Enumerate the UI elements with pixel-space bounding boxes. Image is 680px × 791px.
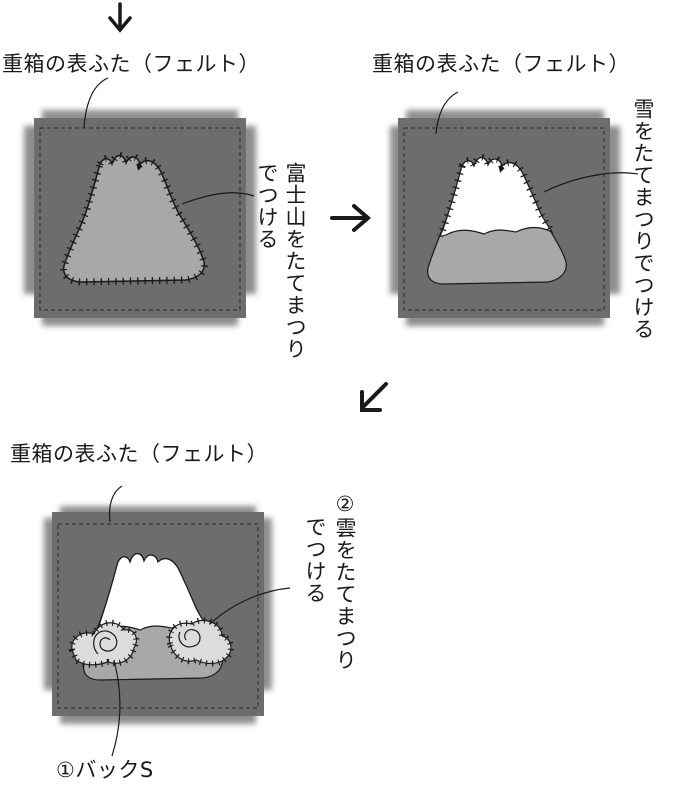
panel-2-title: 重箱の表ふた（フェルト） bbox=[372, 52, 630, 76]
panel-3-note-line1: ②雲をたてまつり bbox=[333, 492, 358, 671]
panel-3-bottom-note: ①バックS bbox=[56, 758, 154, 782]
arrow-down-icon bbox=[108, 2, 132, 33]
arrow-right-icon bbox=[330, 204, 372, 232]
panel-2-leader-lid bbox=[435, 91, 459, 135]
panel-3-title: 重箱の表ふた（フェルト） bbox=[10, 442, 268, 466]
panel-3-cloud-right bbox=[166, 617, 234, 667]
arrow-down-left-icon bbox=[360, 382, 388, 412]
panel-3-cloud-left bbox=[68, 619, 140, 668]
panel-3-note-line2: でつける bbox=[303, 516, 328, 604]
panel-1-mountain bbox=[60, 152, 208, 286]
panel-1-title: 重箱の表ふた（フェルト） bbox=[2, 52, 260, 76]
panel-1-note-line1: 富士山をたてまつり bbox=[283, 162, 308, 360]
panel-1-lid bbox=[24, 110, 256, 326]
panel-1-note-line2: でつける bbox=[255, 162, 280, 250]
panel-2-leader-snow bbox=[543, 172, 639, 193]
panel-2-note: 雪をたてまつりでつける bbox=[631, 98, 656, 340]
panel-3-leader-cloud bbox=[209, 587, 291, 625]
panel-2-mountain bbox=[427, 154, 567, 285]
panel-3-leader-backstitch bbox=[111, 659, 121, 757]
panel-1-leader-mountain bbox=[181, 192, 255, 205]
panel-1-leader-lid bbox=[83, 77, 109, 129]
panel-3-leader-lid bbox=[108, 485, 123, 523]
